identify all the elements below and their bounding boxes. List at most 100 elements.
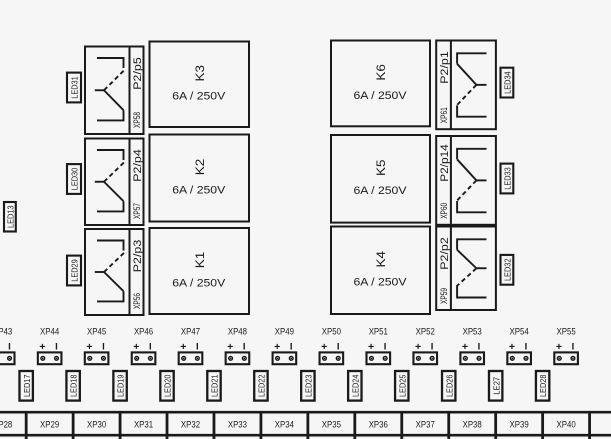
port-label-p2-p14: P2/p14 [439, 144, 451, 182]
terminal-name-label-xp53: XP53 [463, 327, 482, 337]
polarity-plus-mark: + [415, 341, 421, 353]
relay-body-box-k6 [330, 39, 431, 128]
terminal-pin-dot [196, 357, 199, 360]
terminal-pin [382, 355, 388, 361]
contact-box-xp56 [84, 228, 145, 316]
led-box-led28 [534, 369, 551, 402]
terminal-pin [462, 355, 468, 361]
table-header-cell-xp29: XP29 [40, 420, 59, 430]
terminal-body [224, 351, 251, 366]
terminal-name-label-xp48: XP48 [228, 327, 247, 337]
led-box-led23 [300, 369, 316, 402]
led-box-led18 [65, 369, 81, 402]
terminal-xp53: XP53+I [459, 327, 486, 366]
terminal-pin-dot [8, 357, 11, 360]
terminal-pin [241, 355, 247, 361]
terminal-pin [429, 355, 435, 361]
terminal-xp47: XP47+I [177, 327, 204, 366]
terminal-pin [509, 355, 515, 361]
polarity-plus-mark: + [39, 341, 45, 353]
terminal-xp52: XP52+I [412, 327, 439, 366]
led-label-led28: LED28 [538, 374, 548, 397]
relay-name-label-k4: K4 [376, 250, 388, 267]
strip-led-led18: LED18 [65, 369, 81, 402]
led-label-led25: LED25 [397, 374, 407, 397]
changeover-contact-symbol [455, 52, 487, 118]
terminal-name-label-xp55: XP55 [557, 327, 576, 337]
led-box-led24 [346, 369, 363, 402]
polarity-plus-mark: + [227, 341, 233, 353]
led-label-led24: LED24 [350, 374, 360, 397]
led-box-led21 [206, 369, 222, 402]
terminal-pin-dot [370, 357, 373, 360]
terminal-pin [335, 355, 341, 361]
contact-box-xp61 [435, 39, 497, 131]
changeover-contact-symbol [455, 147, 487, 214]
terminal-pin-dot [88, 357, 91, 360]
terminal-xp43: XP43+I [0, 327, 16, 366]
contact-arm-closed [456, 249, 478, 269]
terminal-pin [415, 355, 421, 361]
relay-rating-label: 6A / 250V [172, 91, 226, 103]
led-label-led32: LED32 [502, 258, 512, 281]
strip-led-led19: LED19 [112, 369, 128, 402]
terminal-pin [53, 355, 60, 361]
terminal-pin [368, 355, 375, 361]
terminal-xp46: XP46+I [130, 327, 157, 366]
terminal-pin-dot [55, 357, 58, 360]
port-label-p2-p5: P2/p5 [132, 57, 144, 90]
terminal-pin-dot [464, 357, 467, 360]
relay-name-label-k2: K2 [195, 159, 207, 176]
contact-box-xp60 [435, 135, 497, 226]
changeover-contact-symbol [94, 239, 125, 303]
led-label-led22: LED22 [257, 374, 267, 397]
led-box-led34 [499, 66, 515, 99]
strip-led-led25: LED25 [393, 369, 410, 402]
terminal-name-label-xp47: XP47 [181, 327, 200, 337]
terminal-xp50: XP50+I [318, 327, 345, 366]
polarity-plus-mark: + [556, 341, 562, 353]
terminal-pin-dot [243, 357, 246, 360]
terminal-name-label-xp49: XP49 [275, 327, 294, 337]
terminal-xp51: XP51+I [365, 327, 392, 366]
terminal-name-label-xp51: XP51 [369, 327, 388, 337]
terminal-pin [321, 355, 328, 361]
terminal-pin [228, 355, 234, 361]
table-header-cell-xp37: XP37 [416, 420, 435, 430]
port-label-p2-p3: P2/p3 [132, 240, 144, 273]
led-label-led26: LED26 [444, 374, 454, 397]
terminal-body [83, 351, 110, 366]
terminal-pin [288, 355, 294, 361]
terminal-pin-dot [276, 357, 279, 360]
terminal-pin-dot [102, 357, 105, 360]
led-box-led19 [112, 369, 128, 402]
terminal-body [459, 351, 486, 366]
polarity-bar-mark: I [384, 341, 387, 352]
table-header-cell-xp39: XP39 [510, 420, 529, 430]
table-header-cell-xp28: XP28 [0, 420, 12, 430]
terminal-pin-dot [572, 357, 574, 360]
contact-box-xp58 [84, 45, 145, 135]
polarity-plus-mark: + [321, 341, 327, 353]
terminal-pin-dot [182, 357, 185, 360]
led-box-led22 [253, 369, 269, 402]
terminal-xp48: XP48+I [224, 327, 251, 366]
terminal-name-label-xp50: XP50 [322, 327, 341, 337]
changeover-contact-symbol [94, 57, 125, 122]
polarity-bar-mark: I [290, 341, 293, 352]
strip-led-le27: LE27 [487, 369, 504, 402]
terminal-body [365, 351, 392, 366]
terminal-body [271, 351, 298, 366]
polarity-bar-mark: I [431, 341, 434, 352]
terminal-pin [556, 355, 562, 361]
table-header-cell-xp38: XP38 [463, 420, 482, 430]
terminal-xp45: XP45+I [83, 327, 110, 366]
relay-body-box-k1 [148, 227, 250, 315]
led-box-led25 [393, 369, 410, 402]
terminal-pin [476, 355, 482, 361]
polarity-bar-mark: I [572, 341, 575, 352]
